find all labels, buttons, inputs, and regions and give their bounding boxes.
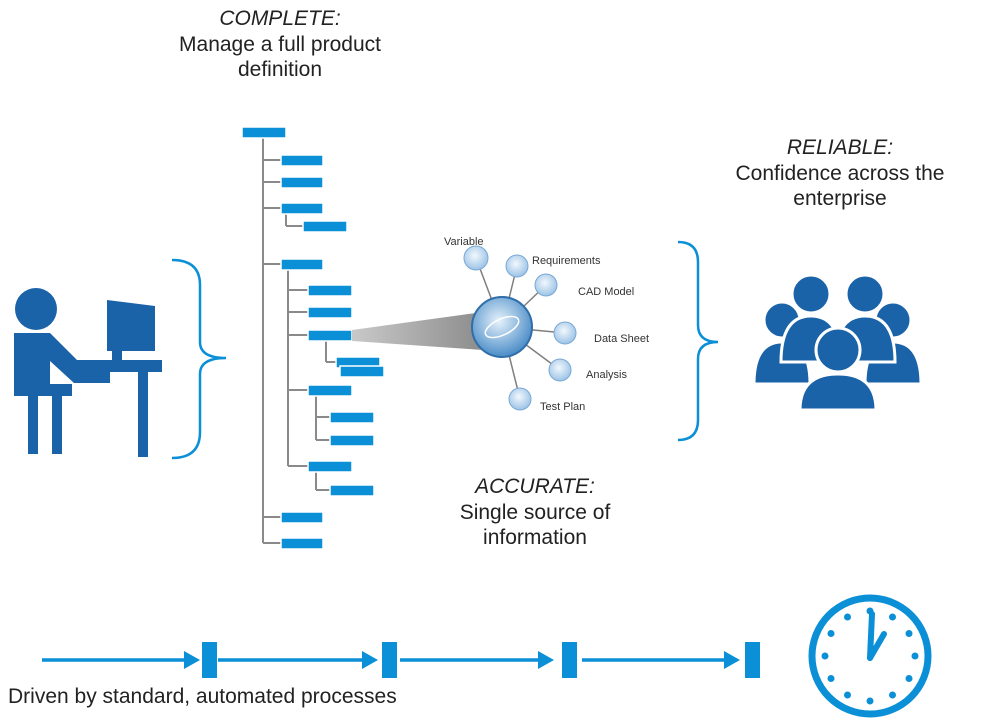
complete-line2: definition [237,58,323,82]
zoom-beam [352,312,483,350]
tree-node [329,434,375,447]
tree-node-selected [307,329,353,342]
hub-icon [471,296,533,358]
left-brace [171,258,227,460]
process-step [745,642,760,678]
hub-label-test-plan: Test Plan [540,401,585,413]
clock-icon [808,594,932,718]
tree-node [280,258,324,271]
data-sheet-icon [553,321,577,345]
accurate-heading: ACCURATE: [475,475,595,498]
tree-node [307,460,353,473]
tree-node [280,511,324,524]
tree-node [280,176,324,189]
reliable-heading: RELIABLE: [786,136,894,159]
test-plan-icon [508,387,532,411]
tree-node [302,220,348,233]
hub-label-variable: Variable [444,236,484,248]
requirements-icon [505,254,529,278]
process-step [562,642,577,678]
hub-label-cad-model: CAD Model [578,286,634,298]
tree-node [329,411,375,424]
complete-line1: Manage a full product [179,32,381,56]
tree-node [307,306,353,319]
tree-node [280,537,324,550]
tree-node [329,484,375,497]
complete-caption: COMPLETE: Manage a full product definiti… [130,6,430,83]
reliable-line1: Confidence across the [735,161,945,185]
tree-node [307,284,353,297]
data-hub: Variable Requirements CAD Model Data She… [444,236,649,413]
process-step [382,642,397,678]
complete-heading: COMPLETE: [219,7,341,30]
tree-node [280,154,324,167]
accurate-line2: information [483,526,587,550]
tree-node [280,202,324,215]
hub-label-analysis: Analysis [586,369,627,381]
tree-node [307,384,353,397]
right-brace [677,240,719,442]
accurate-line1: Single source of [459,500,611,524]
reliable-caption: RELIABLE: Confidence across the enterpri… [690,135,990,212]
process-step [202,642,217,678]
variable-icon [463,245,489,271]
process-flow [42,642,760,678]
engineer-at-desk-icon [14,288,162,457]
tree-node [339,365,385,378]
tree-node-root [241,126,287,139]
footer-caption: Driven by standard, automated processes [8,685,397,708]
product-structure-tree [241,126,385,550]
reliable-line2: enterprise [793,187,887,211]
cad-model-icon [534,273,558,297]
analysis-icon [548,358,572,382]
hub-label-requirements: Requirements [532,255,601,267]
accurate-caption: ACCURATE: Single source of information [410,474,660,551]
team-group-icon [752,273,923,412]
hub-label-data-sheet: Data Sheet [594,333,649,345]
